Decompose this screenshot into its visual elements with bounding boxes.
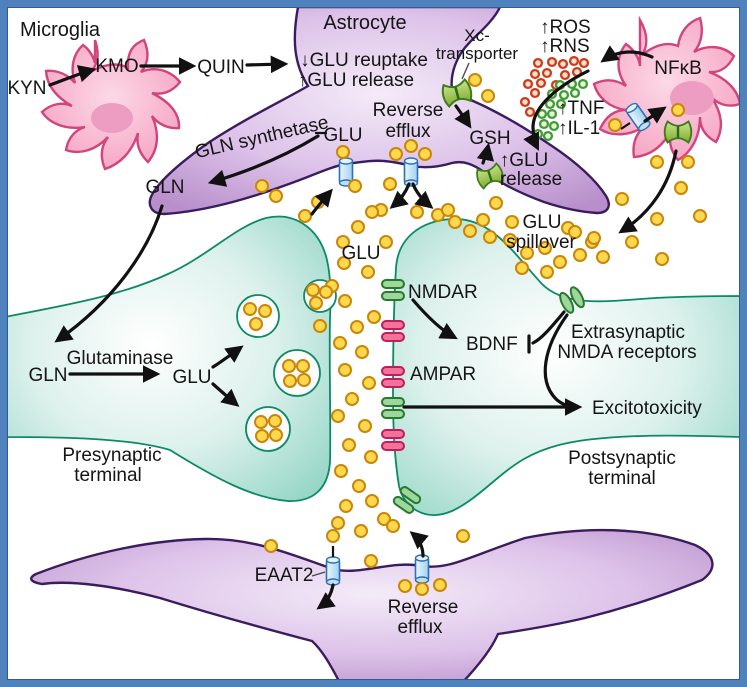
gln-presynaptic-label: GLN bbox=[28, 365, 67, 386]
ros-label: ↑ROS bbox=[540, 17, 591, 38]
glu-release-label: ↑GLU release bbox=[298, 70, 414, 91]
il1-label: ↑IL-1 bbox=[558, 118, 600, 139]
eaat2-transporter-icon bbox=[325, 556, 341, 586]
xc-transporter-label-2: transporter bbox=[436, 44, 519, 63]
xc-label-pointer-line bbox=[461, 62, 470, 80]
reverse-efflux-bottom-label-2: efflux bbox=[397, 617, 443, 638]
nfkb-label: NFκB bbox=[654, 58, 702, 79]
extrasynaptic-label-1: Extrasynaptic bbox=[571, 322, 685, 343]
reverse-efflux-top-label-1: Reverse bbox=[373, 100, 444, 121]
microglia-glu-spillover-arrow bbox=[618, 149, 678, 234]
xc-to-gsh-arrow bbox=[454, 104, 472, 129]
gln-to-presynaptic-arrow bbox=[54, 204, 164, 343]
eaat2-label-pointer-line bbox=[311, 571, 326, 577]
gsh-label: GSH bbox=[469, 128, 510, 149]
extrasynaptic-to-excitotoxicity-curve bbox=[543, 313, 574, 409]
glu-presynaptic-label: GLU bbox=[172, 367, 211, 388]
quin-label: QUIN bbox=[197, 57, 245, 78]
glu-to-vesicle-up-arrow bbox=[211, 345, 244, 369]
bdnf-label: BDNF bbox=[466, 334, 518, 355]
kyn-label: KYN bbox=[7, 78, 46, 99]
extrasynaptic-label-2: NMDA receptors bbox=[557, 342, 696, 363]
astrocyte-bottom-process bbox=[30, 528, 714, 685]
gln-astrocyte-label: GLN bbox=[145, 177, 184, 198]
glu-release-arm-label-2: release bbox=[500, 169, 562, 190]
kmo-label: KMO bbox=[95, 56, 138, 77]
rns-label: ↑RNS bbox=[540, 36, 590, 57]
nmdar-to-bdnf-arrow bbox=[411, 298, 458, 340]
gln-synthetase-arrow bbox=[207, 134, 320, 187]
glu-reuptake-label: ↓GLU reuptake bbox=[300, 50, 428, 71]
postsynaptic-terminal-cell bbox=[392, 218, 744, 516]
postsynaptic-terminal-label-1: Postsynaptic bbox=[568, 448, 676, 469]
glu-spillover-label-1: GLU bbox=[522, 212, 561, 233]
microglia-left-nucleus bbox=[91, 103, 133, 133]
presynaptic-terminal-label-1: Presynaptic bbox=[62, 445, 161, 466]
postsynaptic-receptors bbox=[381, 279, 585, 516]
glu-release-arm-label-1: ↑GLU bbox=[500, 150, 549, 171]
glu-cleft-label: GLU bbox=[341, 243, 380, 264]
kyn-to-kmo-arrow bbox=[48, 65, 97, 87]
xc-transporter-label-1: Xc- bbox=[464, 26, 490, 45]
nmdar-label: NMDAR bbox=[408, 282, 478, 303]
reverse-efflux-bottom-label-1: Reverse bbox=[388, 597, 459, 618]
microglia-uptake-arrow bbox=[643, 106, 667, 124]
diagram-labels: Microglia KYN KMO QUIN Astrocyte ↓GLU re… bbox=[7, 12, 702, 638]
eaat2-label: EAAT2 bbox=[255, 565, 314, 586]
frame-inner-line bbox=[7, 7, 740, 680]
ampar-label: AMPAR bbox=[410, 364, 476, 385]
astrocyte-label: Astrocyte bbox=[323, 12, 406, 34]
reverse-efflux-right-arrow bbox=[411, 182, 434, 209]
extrasynaptic-inhibits-bdnf-line bbox=[531, 310, 566, 345]
glu-spillover-label-2: spillover bbox=[506, 232, 576, 253]
astrocyte-reverse-efflux-transporter-icon bbox=[403, 157, 419, 187]
mediators-to-glu-release-arrow bbox=[523, 69, 590, 151]
bottom-reverse-efflux-transporter-icon bbox=[414, 554, 430, 584]
postsynaptic-terminal-label-2: terminal bbox=[588, 468, 656, 489]
microglia-left-cell bbox=[40, 38, 182, 171]
glutaminase-label: Glutaminase bbox=[67, 348, 174, 369]
quin-to-astrocyte-arrow bbox=[245, 55, 289, 74]
glu-to-vesicle-down-arrow bbox=[211, 382, 240, 407]
tnf-label: ↑TNF bbox=[558, 98, 604, 119]
presynaptic-terminal-label-2: terminal bbox=[74, 465, 142, 486]
microglia-label: Microglia bbox=[20, 19, 101, 41]
pathway-arrows bbox=[48, 45, 678, 610]
reverse-efflux-top-label-2: efflux bbox=[385, 121, 431, 142]
bottom-reverse-efflux-arrow bbox=[409, 531, 429, 558]
extrasynaptic-nmda-receptor-icon bbox=[559, 286, 585, 314]
transporter-to-gsh-arrow bbox=[476, 142, 495, 165]
nfkb-to-mediators-arrow bbox=[600, 45, 654, 63]
reverse-efflux-left-arrow bbox=[389, 182, 411, 209]
excitotoxicity-label: Excitotoxicity bbox=[592, 398, 702, 419]
microglia-transporter-stem bbox=[620, 122, 631, 130]
glu-uptake-arrow bbox=[310, 188, 333, 216]
glu-astrocyte-label: GLU bbox=[323, 125, 362, 146]
eaat2-uptake-arrow bbox=[316, 583, 336, 610]
